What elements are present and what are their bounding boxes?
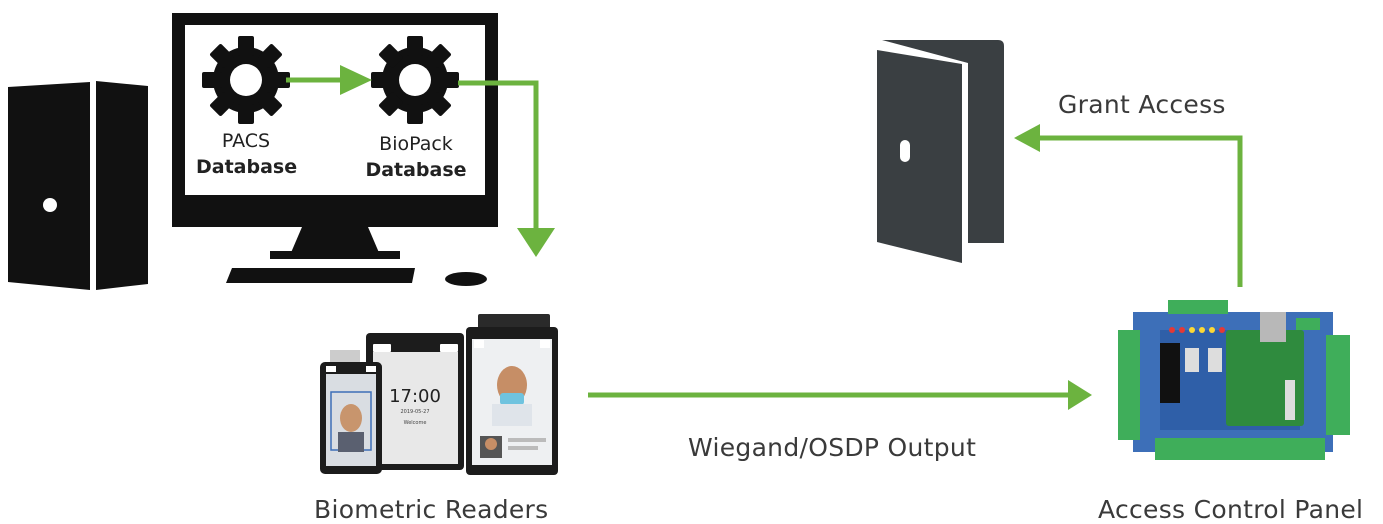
biopack-label-line1: BioPack [379,133,453,155]
door-icon [877,40,1004,263]
mouse-icon [445,272,487,286]
gear-icon [371,36,459,124]
biopack-database-label: BioPack Database [360,131,472,183]
grant-access-arrow [1014,124,1243,287]
keyboard-icon [226,268,415,283]
reader-device: 17:00 2019-05-27 Welcome [366,333,464,470]
biopack-label-line2: Database [365,159,467,181]
reader-device [320,350,382,474]
reader-date: 2019-05-27 [400,409,429,415]
grant-access-label: Grant Access [1058,90,1226,119]
output-arrow [588,380,1092,410]
access-control-panel-label: Access Control Panel [1098,495,1364,524]
biometric-readers-label: Biometric Readers [314,495,549,524]
pacs-database-label: PACS Database [196,128,298,180]
pacs-label-line2: Database [196,156,298,178]
gear-icon [202,36,290,124]
pc-tower-icon [8,81,148,290]
gear-to-gear-arrow [286,65,372,95]
control-panel-board [1118,300,1350,460]
reader-clock: 17:00 [389,386,441,407]
reader-welcome: Welcome [404,420,427,426]
pacs-label-line1: PACS [221,130,271,152]
database-to-readers-arrow [458,80,555,257]
reader-device [466,314,558,475]
wiegand-output-label: Wiegand/OSDP Output [688,433,977,462]
